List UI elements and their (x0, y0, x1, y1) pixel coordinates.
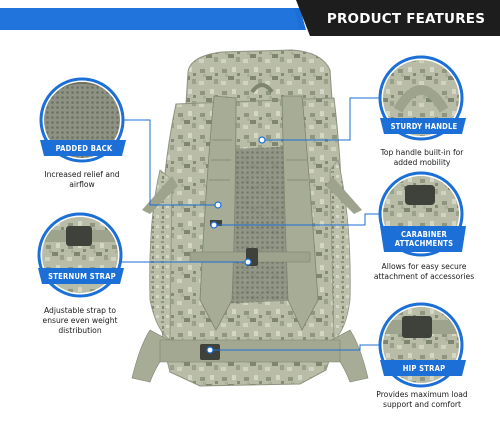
callout-lines (118, 97, 383, 351)
callout-sturdy-handle (378, 55, 466, 141)
sturdy-handle-description: Top handle built-in for added mobility (380, 148, 464, 167)
hip-strap-label: HIP STRAP (402, 363, 446, 373)
padded-back-label: PADDED BACK (55, 143, 113, 153)
callout-hip-strap (378, 302, 466, 388)
callout-carabiner (378, 171, 466, 257)
sternum-strap-label: STERNUM STRAP (48, 271, 116, 281)
backpack-body (131, 49, 369, 387)
sternum-strap-description: Adjustable strap to ensure even weight d… (42, 306, 118, 335)
callout-sternum-strap (37, 212, 124, 298)
callout-padded-back (39, 77, 126, 163)
header-banner (0, 0, 500, 36)
hip-strap-description: Provides maximum load support and comfor… (376, 390, 468, 409)
carabiner-label-line1: CARABINER (400, 230, 448, 239)
banner-title: PRODUCT FEATURES (326, 11, 486, 27)
carabiner-label-line2: ATTACHMENTS (394, 239, 454, 248)
padded-back-description: Increased relief and airflow (44, 170, 120, 189)
carabiner-description: Allows for easy secure attachment of acc… (373, 262, 475, 281)
sturdy-handle-label: STURDY HANDLE (390, 121, 458, 131)
carabiner-label: CARABINER ATTACHMENTS (384, 230, 464, 248)
